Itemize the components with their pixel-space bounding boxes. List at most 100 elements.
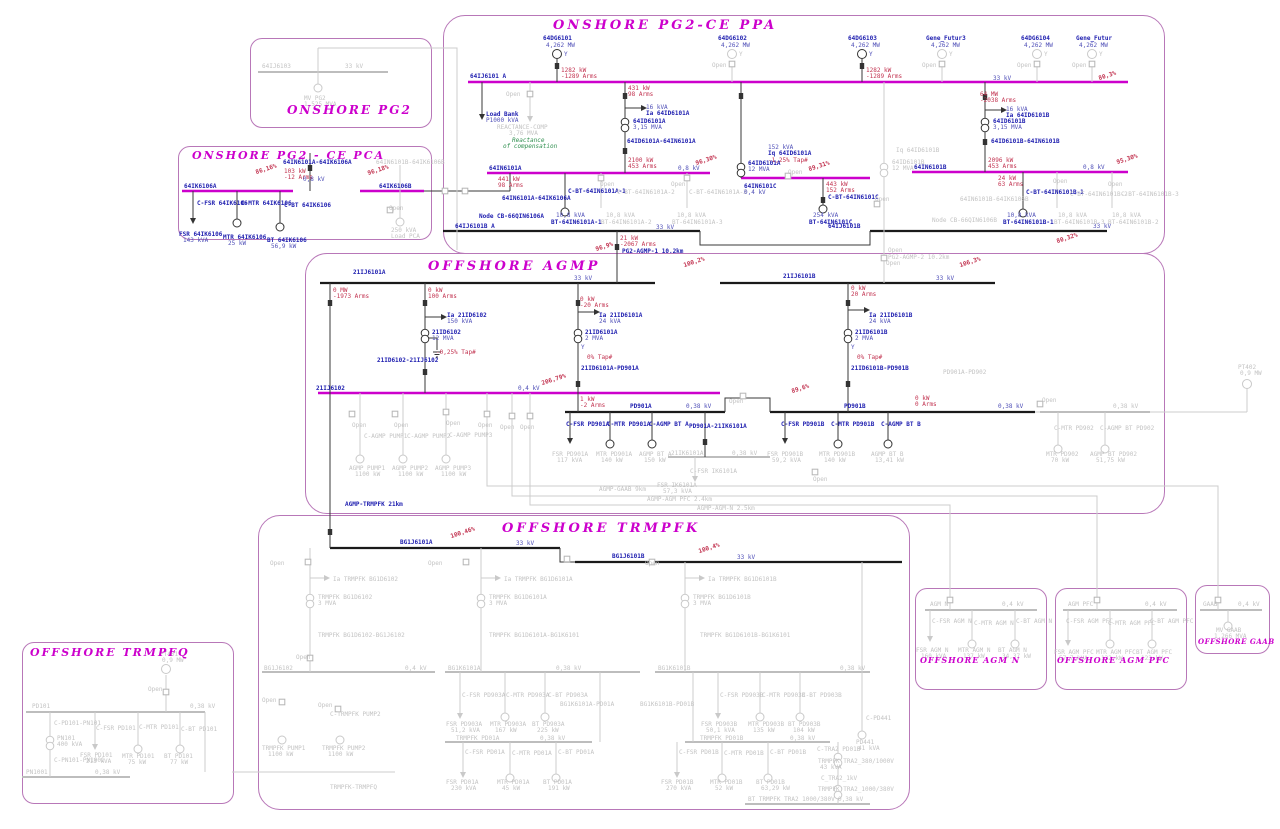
diagram-label: -1289 Arms [561, 73, 598, 80]
diagram-label: 12 MVA [432, 335, 454, 342]
diagram-label: 21ID6101A-PD901A [581, 365, 639, 372]
diagram-label: 10,8 kVA [606, 212, 635, 219]
diagram-label: Y [564, 51, 568, 58]
diagram-label: C-BT AGM PFC [1150, 618, 1194, 625]
diagram-label: Ia 21ID6101B [869, 312, 913, 319]
region-title: ONSHORE PG2-CE PPA [553, 18, 778, 33]
diagram-label: FSR AGM PFC [1054, 649, 1094, 656]
diagram-label: 270 kVA [666, 785, 692, 792]
diagram-label: 0,4 kV [1145, 601, 1167, 608]
region-frame-pca [178, 146, 432, 240]
generator-icon [161, 664, 171, 674]
diagram-label: -2 Arms [580, 402, 606, 409]
diagram-label: FSR PD101 [80, 752, 113, 759]
bus-bars-hv[interactable] [320, 229, 1107, 564]
diagram-label: AGMP BT A [639, 451, 672, 458]
load-arrow-icon [715, 713, 721, 719]
diagram-label: 140 kW [601, 457, 623, 464]
diagram-label: C-AGMP BT A [649, 421, 689, 428]
diagram-label: 1100 kW [355, 471, 381, 478]
diagram-label: 4,262 MW [721, 42, 750, 49]
diagram-label: 0% Tap# [857, 354, 883, 361]
diagram-label: BG1K6101A-PD01A [560, 701, 615, 708]
motor-icon [133, 744, 143, 754]
breaker-icon [327, 300, 333, 306]
diagram-label: 51,75 kW [1096, 457, 1125, 464]
breaker-icon [738, 93, 744, 99]
diagram-label: 191 kW [548, 785, 570, 792]
diagram-label: 0,38 kV [840, 665, 866, 672]
load-arrow-icon [457, 713, 463, 719]
diagram-label: 64ID6101B [892, 159, 925, 166]
diagram-label: 453 Arms [628, 163, 657, 170]
diagram-label: 132 kW [1101, 655, 1123, 662]
diagram-label: PN1001 [26, 769, 48, 776]
diagram-label: 0,9 MW [1240, 370, 1262, 377]
diagram-label: C-FSR AGM PFC [1066, 618, 1113, 625]
diagram-label: Y [1044, 51, 1048, 58]
diagram-label: GAAB [1203, 601, 1218, 608]
diagram-label: 64IN6101A-64IK6106A [283, 159, 352, 166]
diagram-label: BT-64IN6101C [809, 219, 853, 226]
open-switch-icon [461, 187, 469, 195]
region-frame-gaab [1195, 585, 1270, 654]
diagram-label: C-MTR PD902 [1054, 425, 1094, 432]
transformer-icon [305, 593, 315, 609]
transformer-icon [843, 328, 853, 344]
open-switch-icon [483, 410, 491, 418]
motor-icon [755, 712, 765, 722]
diagram-label: Ia TRMPFK BG1D6102 [333, 576, 399, 583]
diagram-label: 98 Arms [498, 182, 524, 189]
diagram-label: 1,266 MVA [1214, 633, 1247, 640]
diagram-label: 0,4 kV [744, 189, 766, 196]
diagram-label: 33 kV [516, 540, 535, 547]
diagram-label: TRMPFK BG1D6102-BG1J6102 [318, 632, 405, 639]
diagram-label: PG2-AGMP-2 10.2km [888, 254, 950, 261]
diagram-label: PD901A-PD902 [943, 369, 987, 376]
generator-icon [1242, 379, 1252, 389]
motor-icon [275, 222, 285, 232]
diagram-label: AGMP PUMP3 [435, 465, 472, 472]
diagram-label: 24 kVA [869, 318, 891, 325]
diagram-label: PG2-AGMP-1 10.2km [622, 248, 684, 255]
diagram-label: C-AGMP BT B [881, 421, 921, 428]
diagram-label: 3,15 MVA [993, 124, 1022, 131]
diagram-label: 0,8 kV [678, 165, 700, 172]
motor-icon [883, 439, 893, 449]
region-frame-trmpfk [258, 515, 910, 810]
diagram-label: -12 Arms [284, 174, 313, 181]
diagram-label: C-BT-64IN6101B-2 [1070, 191, 1128, 198]
diagram-label: BT AGM PFC [1136, 649, 1173, 656]
diagram-label: FSR PD01A [446, 779, 479, 786]
diagram-label: 0,9 MW [162, 657, 184, 664]
diagram-label: C-MTR PD01B [724, 750, 764, 757]
bus-bars-deenergized[interactable] [22, 71, 1262, 805]
diagram-label: PT402 [1238, 364, 1257, 371]
diagram-label: 64IK6106A [184, 183, 217, 190]
diagram-label: BT TRMPFK TRA2 1000/380V [748, 796, 835, 803]
diagram-label: C-FSR AGM N [932, 618, 972, 625]
diagram-label: 0,38 kV [838, 796, 864, 803]
diagram-label: 0,4 kV [1238, 601, 1260, 608]
diagram-label: 1100 kW [268, 751, 294, 758]
diagram-label: Open [875, 196, 890, 203]
diagram-label: C-BT-64IN6101A-1 [568, 188, 626, 195]
diagram-label: 3 MVA [489, 600, 508, 607]
diagram-label: AGMP PUMP2 [392, 465, 429, 472]
diagram-label: C-MTR PD901B [831, 421, 875, 428]
diagram-label: 98 Arms [628, 91, 654, 98]
breaker-icon [422, 369, 428, 375]
diagram-label: Ia 64ID6101B [1006, 112, 1050, 119]
diagram-label: 33 kV [737, 554, 756, 561]
load-arrow-icon [190, 218, 196, 224]
open-switch-icon [441, 187, 449, 195]
diagram-label: C-AGMP BT PD902 [1100, 425, 1155, 432]
diagram-label: 160 kVA [921, 653, 947, 660]
open-switch-icon [162, 688, 170, 696]
breaker-icon [845, 300, 851, 306]
diagram-label: 152 Arms [826, 187, 855, 194]
diagram-label: 33 kV [993, 75, 1012, 82]
measure-arrow-icon [495, 575, 501, 581]
diagram-label: FSR PD903B [701, 721, 738, 728]
diagram-label: C-AGMP PUMP3 [449, 432, 493, 439]
